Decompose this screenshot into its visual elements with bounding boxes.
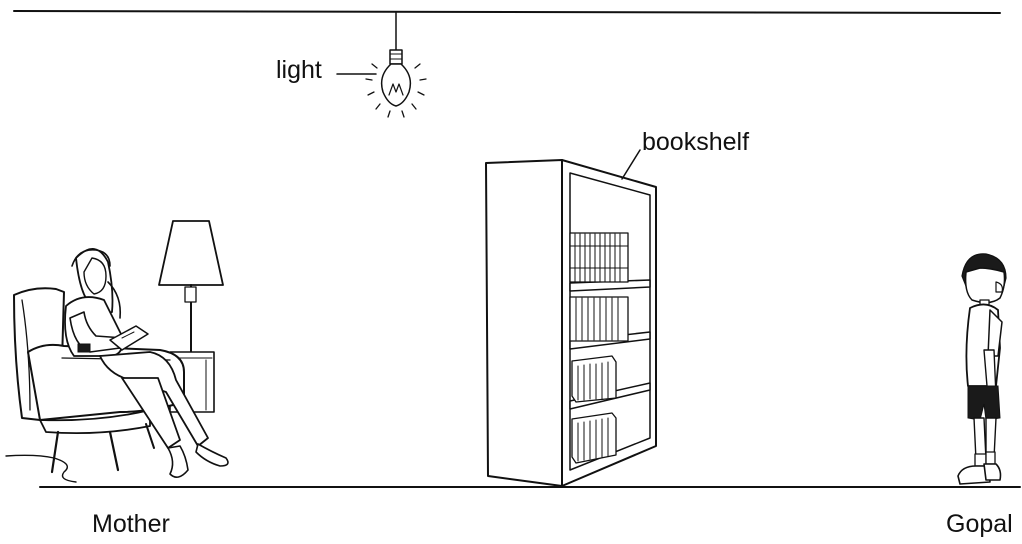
light-label: light bbox=[276, 56, 322, 84]
ceiling-line bbox=[13, 10, 1001, 14]
bookshelf bbox=[485, 159, 657, 487]
floor-lamp bbox=[158, 220, 224, 355]
mother-figure bbox=[64, 248, 229, 478]
gopal-label: Gopal bbox=[946, 510, 1013, 538]
mother-label: Mother bbox=[92, 510, 170, 538]
gopal-figure bbox=[957, 253, 1007, 485]
books-third-shelf bbox=[571, 355, 617, 403]
bookshelf-leader-line bbox=[621, 149, 641, 180]
books-second-shelf bbox=[569, 296, 629, 342]
rug-edge bbox=[5, 454, 77, 483]
light-bulb-icon bbox=[365, 11, 427, 118]
books-top-shelf bbox=[569, 232, 629, 283]
bookshelf-label: bookshelf bbox=[642, 128, 750, 156]
books-bottom-shelf bbox=[571, 412, 617, 464]
